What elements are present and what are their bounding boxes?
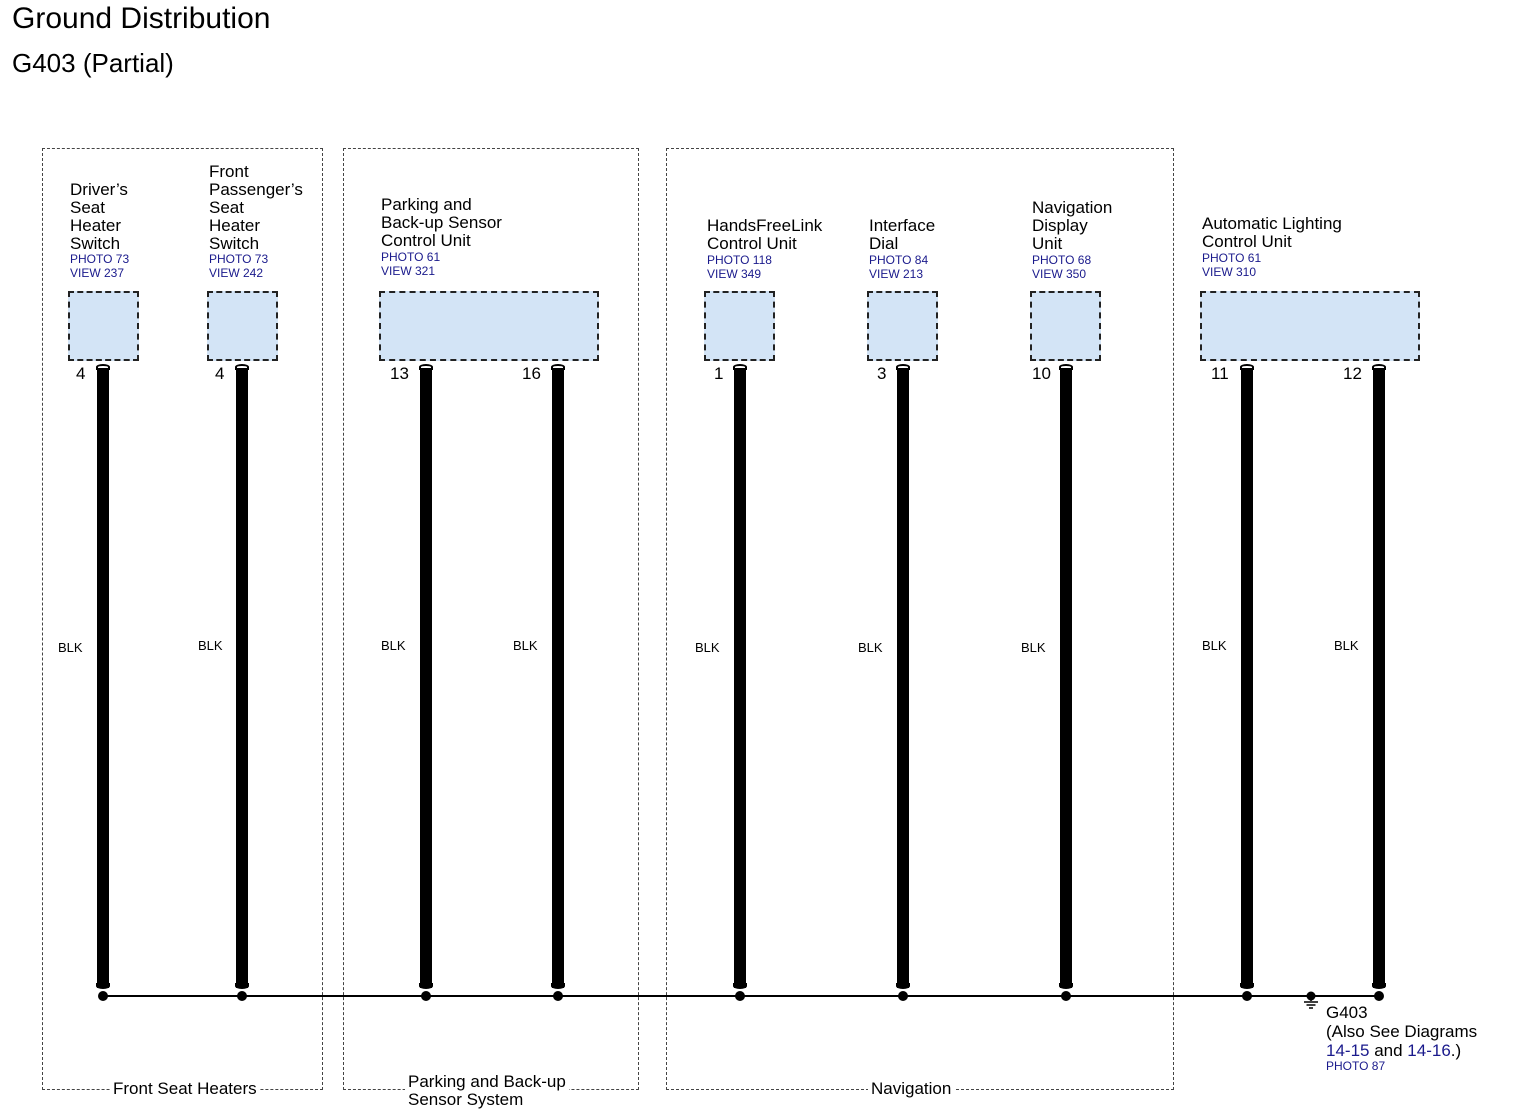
- wire-color-label: BLK: [58, 640, 83, 655]
- group-box-parking-sensor: [343, 148, 639, 1090]
- group-label-front-seat-heaters: Front Seat Heaters: [110, 1080, 260, 1098]
- terminal-top: [96, 364, 110, 370]
- component-name-automatic-lighting-control-unit: Automatic Lighting Control Unit: [1202, 214, 1342, 251]
- wire-color-label: BLK: [1202, 638, 1227, 653]
- wire-color-label: BLK: [858, 640, 883, 655]
- component-ref-parking-sensor-control-unit[interactable]: PHOTO 61 VIEW 321: [381, 250, 441, 278]
- terminal-bottom: [733, 983, 747, 989]
- ground-and-text: and: [1369, 1041, 1408, 1060]
- component-name-navigation-display-unit: Navigation Display Unit: [1032, 198, 1113, 253]
- connector-parking-sensor-control-unit: [379, 291, 599, 361]
- terminal-top: [1372, 364, 1386, 370]
- group-label-navigation: Navigation: [868, 1080, 955, 1098]
- component-ref-handsfreelink-control-unit[interactable]: PHOTO 118 VIEW 349: [707, 253, 772, 281]
- pin-label: 4: [215, 364, 225, 383]
- pin-label: 13: [390, 364, 409, 383]
- wire[interactable]: [236, 368, 248, 988]
- wire-color-label: BLK: [513, 638, 538, 653]
- connector-driver-seat-heater-switch: [68, 291, 139, 361]
- wire[interactable]: [420, 368, 432, 988]
- pin-label: 11: [1211, 364, 1229, 383]
- component-ref-interface-dial[interactable]: PHOTO 84 VIEW 213: [869, 253, 929, 281]
- ground-photo-ref[interactable]: PHOTO 87: [1326, 1059, 1386, 1073]
- splice-point: [237, 991, 247, 1001]
- connector-navigation-display-unit: [1030, 291, 1101, 361]
- group-box-front-seat-heaters: [42, 148, 323, 1090]
- splice-point: [898, 991, 908, 1001]
- splice-point: [735, 991, 745, 1001]
- wire[interactable]: [897, 368, 909, 988]
- terminal-bottom: [235, 983, 249, 989]
- terminal-top: [896, 364, 910, 370]
- splice-point: [1374, 991, 1384, 1001]
- terminal-bottom: [1059, 983, 1073, 989]
- wire-color-label: BLK: [695, 640, 720, 655]
- connector-passenger-seat-heater-switch: [207, 291, 278, 361]
- ground-name: G403: [1326, 1003, 1368, 1022]
- component-name-parking-sensor-control-unit: Parking and Back-up Sensor Control Unit: [381, 195, 502, 250]
- component-ref-passenger-seat-heater-switch[interactable]: PHOTO 73 VIEW 242: [209, 252, 269, 280]
- wire[interactable]: [734, 368, 746, 988]
- connector-interface-dial: [867, 291, 938, 361]
- wire[interactable]: [1060, 368, 1072, 988]
- component-name-driver-seat-heater-switch: Driver’s Seat Heater Switch: [70, 180, 128, 253]
- terminal-bottom: [1240, 983, 1254, 989]
- wire-color-label: BLK: [1334, 638, 1359, 653]
- component-name-passenger-seat-heater-switch: Front Passenger’s Seat Heater Switch: [209, 162, 303, 253]
- wire[interactable]: [1241, 368, 1253, 988]
- connector-handsfreelink-control-unit: [704, 291, 775, 361]
- terminal-bottom: [1372, 983, 1386, 989]
- wire[interactable]: [97, 368, 109, 988]
- terminal-top: [1240, 364, 1254, 370]
- ground-end-text: .): [1450, 1041, 1462, 1060]
- terminal-bottom: [551, 983, 565, 989]
- wire[interactable]: [552, 368, 564, 988]
- page-subtitle: G403 (Partial): [12, 48, 174, 78]
- wire-color-label: BLK: [198, 638, 223, 653]
- splice-point: [421, 991, 431, 1001]
- diagram-link-14-16[interactable]: 14-16: [1407, 1041, 1451, 1060]
- wire[interactable]: [1373, 368, 1385, 988]
- terminal-top: [1059, 364, 1073, 370]
- wire-color-label: BLK: [381, 638, 406, 653]
- component-name-interface-dial: Interface Dial: [869, 216, 936, 253]
- ground-see-also: (Also See Diagrams: [1326, 1022, 1478, 1041]
- pin-label: 12: [1343, 364, 1362, 383]
- terminal-top: [551, 364, 565, 370]
- pin-label: 4: [76, 364, 86, 383]
- component-ref-navigation-display-unit[interactable]: PHOTO 68 VIEW 350: [1032, 253, 1092, 281]
- page-title: Ground Distribution: [12, 2, 271, 35]
- terminal-bottom: [96, 983, 110, 989]
- terminal-bottom: [896, 983, 910, 989]
- pin-label: 16: [522, 364, 541, 383]
- pin-label: 10: [1032, 364, 1051, 383]
- pin-label: 1: [714, 364, 724, 383]
- terminal-top: [733, 364, 747, 370]
- splice-point: [553, 991, 563, 1001]
- group-label-parking-sensor: Parking and Back-up Sensor System: [405, 1073, 569, 1109]
- connector-automatic-lighting-control-unit: [1200, 291, 1420, 361]
- splice-point: [98, 991, 108, 1001]
- ground-icon: [1304, 991, 1318, 1009]
- splice-point: [1061, 991, 1071, 1001]
- terminal-top: [419, 364, 433, 370]
- component-name-handsfreelink-control-unit: HandsFreeLink Control Unit: [707, 216, 823, 253]
- terminal-bottom: [419, 983, 433, 989]
- ground-diagram-links: 14-15 and 14-16.): [1326, 1042, 1461, 1060]
- wire-color-label: BLK: [1021, 640, 1046, 655]
- component-ref-automatic-lighting-control-unit[interactable]: PHOTO 61 VIEW 310: [1202, 251, 1262, 279]
- terminal-top: [235, 364, 249, 370]
- splice-point: [1242, 991, 1252, 1001]
- pin-label: 3: [877, 364, 887, 383]
- diagram-link-14-15[interactable]: 14-15: [1326, 1041, 1370, 1060]
- component-ref-driver-seat-heater-switch[interactable]: PHOTO 73 VIEW 237: [70, 252, 130, 280]
